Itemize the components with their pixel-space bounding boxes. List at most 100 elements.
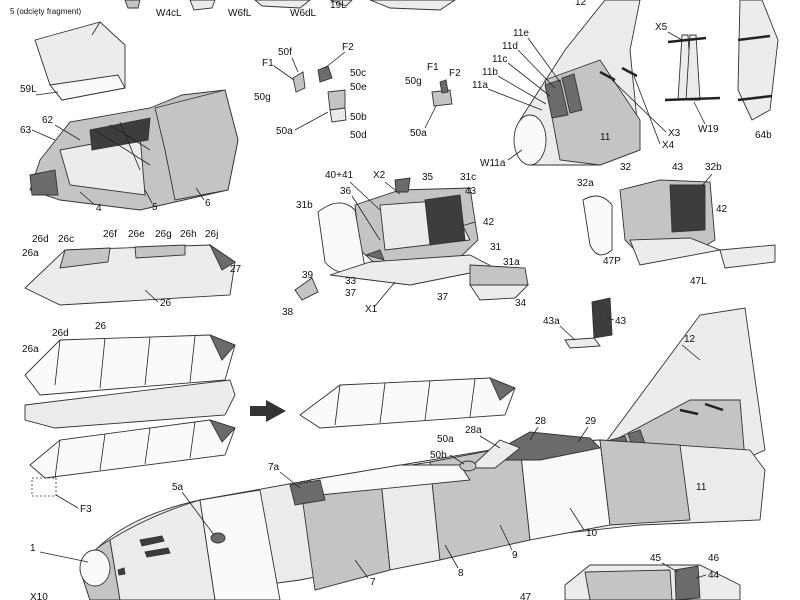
label-x1: X1 (365, 304, 378, 315)
label-50g-b: 50g (405, 76, 422, 87)
label-42-b: 42 (716, 204, 728, 215)
label-x3: X3 (668, 128, 681, 139)
label-x2: X2 (373, 170, 386, 181)
canopy-assembled-center (299, 377, 516, 429)
label-50c: 50c (350, 68, 366, 79)
label-26j: 26j (205, 229, 218, 240)
main-fuselage: 12 28 29 28a 50a 50b 7a 5a 11 10 9 8 7 1… (30, 307, 766, 600)
label-31c: 31c (460, 172, 476, 183)
label-43-c: 43 (615, 316, 627, 327)
antenna-mast-x5-w19: X5 W19 64b (655, 0, 779, 141)
label-f2: F2 (342, 42, 354, 53)
label-26d-b: 26d (52, 328, 69, 339)
label-50g: 50g (254, 92, 271, 103)
label-26-b: 26 (95, 321, 107, 332)
label-11a: 11a (472, 80, 488, 91)
label-50a-c: 50a (437, 434, 454, 445)
label-11-main: 11 (696, 482, 707, 493)
label-43a: 43a (543, 316, 560, 327)
label-50e: 50e (350, 82, 367, 93)
label-50a: 50a (276, 126, 293, 137)
label-12-top: 12 (575, 0, 587, 8)
label-x10: X10 (30, 592, 48, 600)
label-34: 34 (515, 298, 527, 309)
label-64b: 64b (755, 130, 772, 141)
top-strip-parts: W4cL W6fL W6dL 19L 12 (124, 0, 587, 19)
label-w11a: W11a (480, 158, 506, 169)
label-31a: 31a (503, 257, 520, 268)
tail-fin-11-top: 11e 11d 11c 11b 11a 11 W11a X3 X4 (472, 0, 681, 169)
label-f3: F3 (80, 504, 92, 515)
label-50b: 50b (350, 112, 367, 123)
canopy-frame-26-flat: 26d 26c 26a 26f 26e 26g 26h 26j 27 26 (22, 229, 242, 309)
label-36: 36 (340, 186, 352, 197)
label-11b: 11b (482, 67, 498, 78)
label-39: 39 (302, 270, 314, 281)
label-46: 46 (708, 553, 720, 564)
cockpit-part-44-47: 45 46 44 47 (520, 553, 741, 600)
fragment-5-group: 5 (odcięty fragment) 59L (10, 7, 126, 101)
label-28: 28 (535, 416, 547, 427)
label-35: 35 (422, 172, 434, 183)
label-44: 44 (708, 570, 720, 581)
label-7a: 7a (268, 462, 280, 473)
seat-back-43: 43a 43 (543, 297, 627, 349)
cockpit-tub-31: 40+41 X2 36 35 31c 43 31b 42 31 31a 33 3… (282, 170, 530, 318)
label-26g: 26g (155, 229, 172, 240)
label-5a: 5a (172, 482, 184, 493)
label-37: 37 (345, 288, 357, 299)
assembly-arrow (250, 400, 286, 422)
label-29: 29 (585, 416, 597, 427)
label-f1: F1 (262, 58, 274, 69)
label-26h: 26h (180, 229, 197, 240)
label-37-b: 37 (437, 292, 449, 303)
label-5: 5 (152, 202, 158, 213)
label-47p: 47P (603, 256, 621, 267)
label-26c: 26c (58, 234, 74, 245)
label-1: 1 (30, 543, 36, 554)
label-6: 6 (205, 198, 211, 209)
label-33: 33 (345, 276, 357, 287)
label-19l: 19L (330, 0, 347, 11)
label-26f: 26f (103, 229, 117, 240)
label-10: 10 (586, 528, 598, 539)
label-x4: X4 (662, 140, 675, 151)
label-43: 43 (465, 186, 477, 197)
label-32a: 32a (577, 178, 594, 189)
label-50b-c: 50b (430, 450, 447, 461)
label-40-41: 40+41 (325, 170, 354, 181)
label-w4cl: W4cL (156, 8, 182, 19)
label-47l: 47L (690, 276, 707, 287)
label-f1-b: F1 (427, 62, 439, 73)
label-11: 11 (600, 132, 611, 143)
label-26e: 26e (128, 229, 145, 240)
label-50a-b: 50a (410, 128, 427, 139)
label-w6fl: W6fL (228, 8, 252, 19)
seat-parts-50-left: 50f F2 F1 50c 50e 50g 50b 50a 50d (254, 42, 367, 141)
label-7: 7 (370, 577, 376, 588)
label-f2-b: F2 (449, 68, 461, 79)
label-27: 27 (230, 264, 242, 275)
label-x5: X5 (655, 22, 668, 33)
label-45: 45 (650, 553, 662, 564)
label-43-b: 43 (672, 162, 684, 173)
label-32b: 32b (705, 162, 722, 173)
seat-parts-50-right: F1 F2 50g 50a (405, 62, 461, 139)
label-42: 42 (483, 217, 495, 228)
label-59l: 59L (20, 84, 37, 95)
label-28a: 28a (465, 425, 482, 436)
label-31: 31 (490, 242, 502, 253)
label-63: 63 (20, 125, 32, 136)
label-31b: 31b (296, 200, 313, 211)
label-50d: 50d (350, 130, 367, 141)
label-32: 32 (620, 162, 632, 173)
label-w19: W19 (698, 124, 719, 135)
label-11c: 11c (492, 54, 507, 65)
label-12: 12 (684, 334, 696, 345)
label-26a-b: 26a (22, 344, 39, 355)
label-26d: 26d (32, 234, 49, 245)
canopy-assembly-left: 26 26d 26a F3 (22, 321, 236, 515)
label-w6dl: W6dL (290, 8, 317, 19)
label-4: 4 (96, 203, 102, 214)
